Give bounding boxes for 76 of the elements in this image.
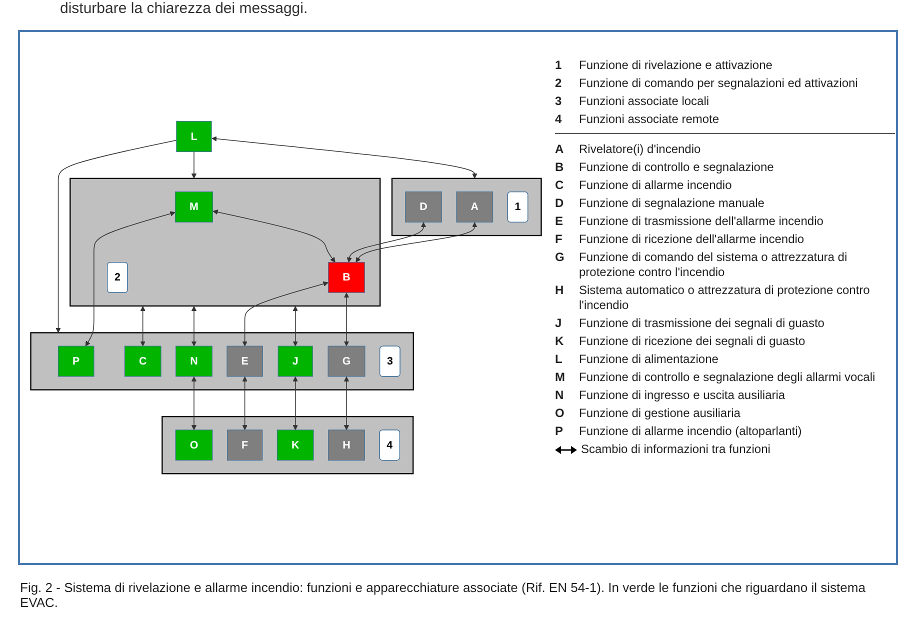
cut-off-text: disturbare la chiarezza dei messaggi. xyxy=(60,0,309,17)
key-symbol: F xyxy=(555,232,564,247)
key-symbol: P xyxy=(555,424,564,439)
arrow xyxy=(191,151,197,179)
node-box: P xyxy=(58,346,94,377)
arrow xyxy=(242,281,328,346)
key-description: Funzioni associate locali xyxy=(579,94,710,109)
key-description: Funzione di ricezione dell'allarme incendio xyxy=(579,232,804,247)
arrow xyxy=(212,136,478,179)
arrow xyxy=(292,376,298,430)
key-description: Funzione di alimentazione xyxy=(579,352,718,367)
arrow xyxy=(191,376,197,430)
key-symbol: M xyxy=(555,370,566,385)
node-box: M xyxy=(174,192,214,222)
arrow xyxy=(346,222,426,262)
key-symbol: D xyxy=(555,196,565,211)
key-description: Rivelatore(i) d'incendio xyxy=(579,142,701,157)
arrow xyxy=(356,222,478,262)
key-symbol: O xyxy=(555,406,566,421)
key-symbol: A xyxy=(555,142,565,157)
key-description: Funzione di rivelazione e attivazione xyxy=(579,58,772,73)
key-description: Funzione di comando del sistema o attrezzatura di protezione contro l'incendio xyxy=(579,250,848,280)
legend-text: Scambio di informazioni tra funzioni xyxy=(581,442,770,457)
key-symbol: 2 xyxy=(555,76,563,91)
key-description: Funzione di controllo e segnalazione degli allarmi vocali xyxy=(579,370,876,385)
key-description: Funzione di gestione ausiliaria xyxy=(579,406,740,421)
cluster xyxy=(162,416,414,474)
key-symbol: E xyxy=(555,214,564,229)
arrow xyxy=(191,306,197,346)
key-description: Funzione di allarme incendio xyxy=(579,178,732,193)
node-box: G xyxy=(328,346,366,377)
arrow xyxy=(292,306,298,346)
node-box: B xyxy=(328,262,365,293)
key-description: Sistema automatico o attrezzatura di protezione contro l'incendio xyxy=(579,283,871,313)
node-box: H xyxy=(328,430,365,461)
cluster xyxy=(30,332,414,390)
key-symbol: G xyxy=(555,250,566,266)
key-description: Funzione di comando per segnalazioni ed attivazioni xyxy=(579,76,858,91)
cluster xyxy=(70,178,381,307)
node-box: C xyxy=(124,346,162,377)
node-box: K xyxy=(276,430,314,461)
node-box: J xyxy=(278,346,313,377)
key-symbol: J xyxy=(555,316,563,331)
node-box: N xyxy=(176,346,212,377)
key-description: Funzione di trasmissione dell'allarme incendio xyxy=(579,214,824,229)
key-symbol: L xyxy=(555,352,564,367)
arrow xyxy=(85,211,176,346)
arrow xyxy=(56,140,177,333)
key-description: Funzione di trasmissione dei segnali di guasto xyxy=(579,316,824,331)
key-description: Funzione di segnalazione manuale xyxy=(579,196,764,211)
key-description: Funzione di ricezione dei segnali di guasto xyxy=(579,334,806,349)
key-description: Funzione di controllo e segnalazione xyxy=(579,160,774,175)
arrow xyxy=(242,376,248,430)
arrow xyxy=(212,210,336,262)
arrow xyxy=(344,292,350,346)
key-symbol: K xyxy=(555,334,565,349)
key-description: Funzione di ingresso e uscita ausiliaria xyxy=(579,388,786,403)
node-box: L xyxy=(176,121,212,152)
key-symbol: B xyxy=(555,160,565,175)
figure-caption: Fig. 2 - Sistema di rivelazione e allarme incendio: funzioni e apparecchiature associate (Rif. EN 54-1). In verde le funzioni che riguardano il sistema EVAC. xyxy=(20,580,866,610)
key-symbol: C xyxy=(555,178,565,193)
cluster xyxy=(391,178,542,236)
key-symbol: H xyxy=(555,283,565,299)
node-box: O xyxy=(175,430,213,461)
key-symbol: 3 xyxy=(555,94,563,109)
key-description: Funzioni associate remote xyxy=(579,112,720,127)
node-box: A xyxy=(456,192,494,222)
key-symbol: 4 xyxy=(555,112,563,127)
node-box: F xyxy=(226,430,263,461)
arrow xyxy=(140,306,146,346)
key-symbol: 1 xyxy=(555,58,563,73)
arrow xyxy=(344,376,350,430)
key-description: Funzione di allarme incendio (altoparlanti) xyxy=(579,424,802,439)
node-box: D xyxy=(405,192,442,222)
node-box: E xyxy=(226,346,263,377)
key-symbol: N xyxy=(555,388,565,403)
